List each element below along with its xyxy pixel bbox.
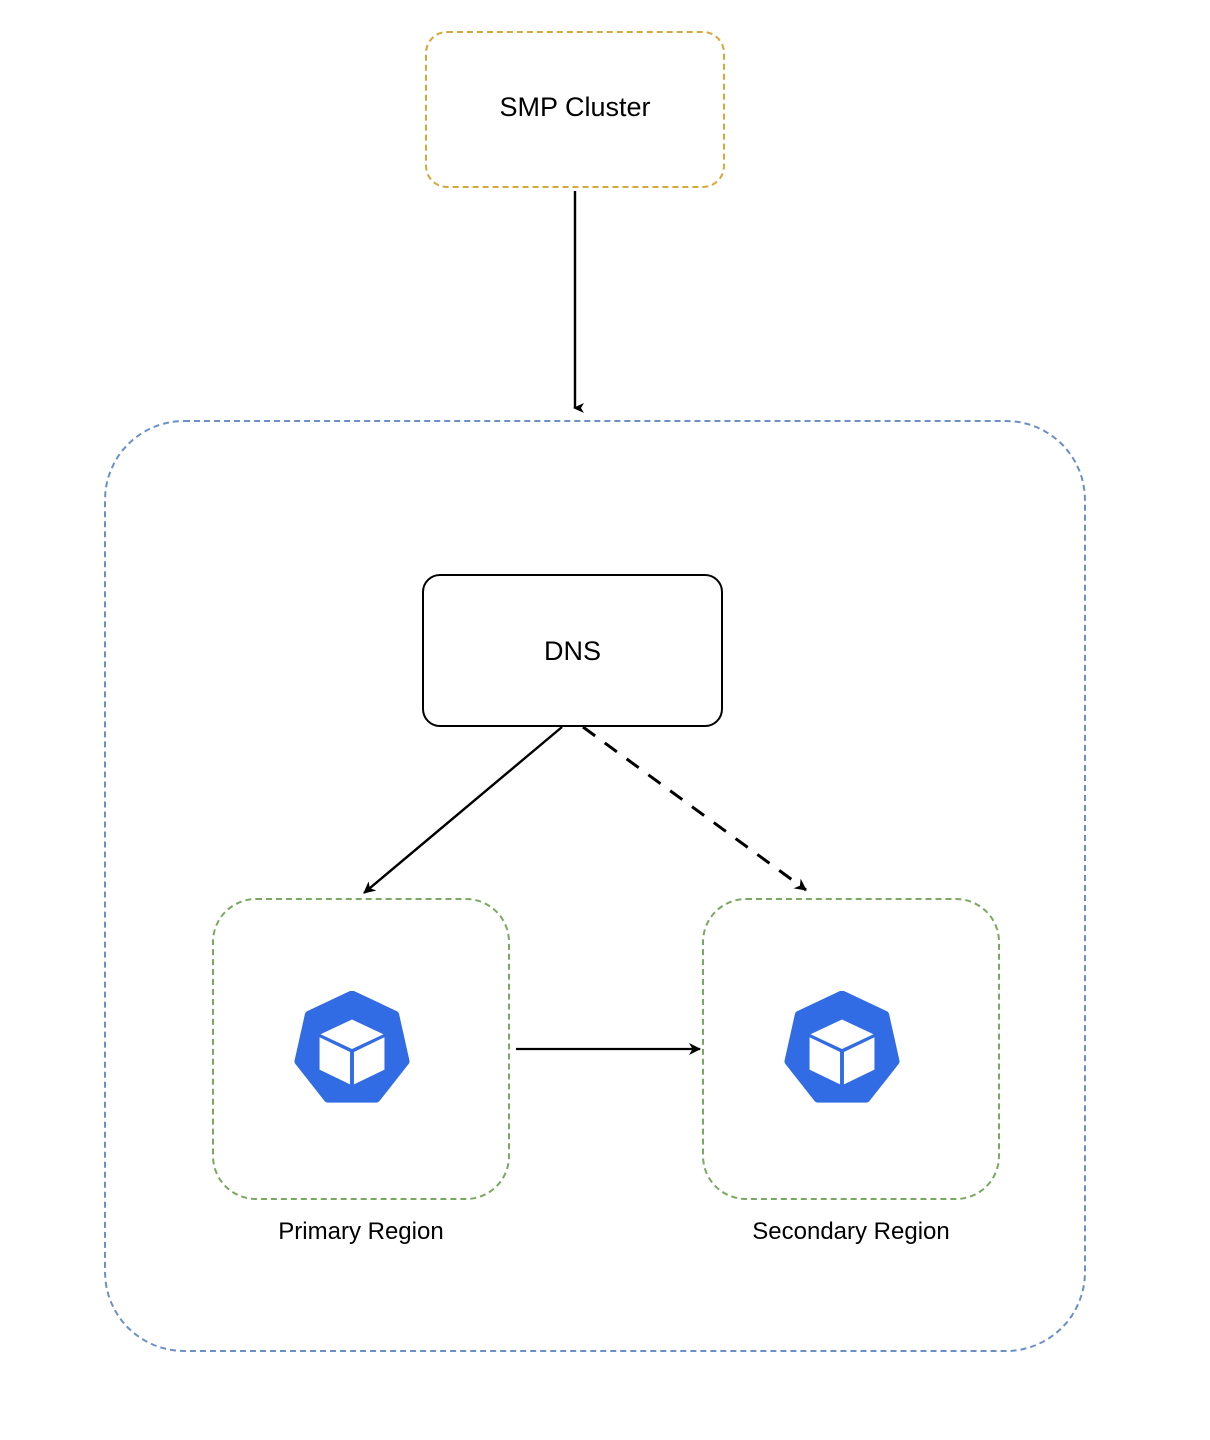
kubernetes-icon <box>294 991 410 1103</box>
dns-label: DNS <box>543 636 601 666</box>
outer-region-container[interactable] <box>104 420 1086 1352</box>
dns-node[interactable] <box>422 574 723 727</box>
smp-cluster-label: SMP Cluster <box>499 92 651 122</box>
primary-region-container[interactable] <box>212 898 510 1200</box>
secondary-region-container[interactable] <box>702 898 1000 1200</box>
primary-region-label: Primary Region <box>278 1218 444 1245</box>
kubernetes-icon <box>784 991 900 1103</box>
smp-cluster-container[interactable] <box>425 31 725 188</box>
secondary-region-label: Secondary Region <box>752 1218 950 1245</box>
